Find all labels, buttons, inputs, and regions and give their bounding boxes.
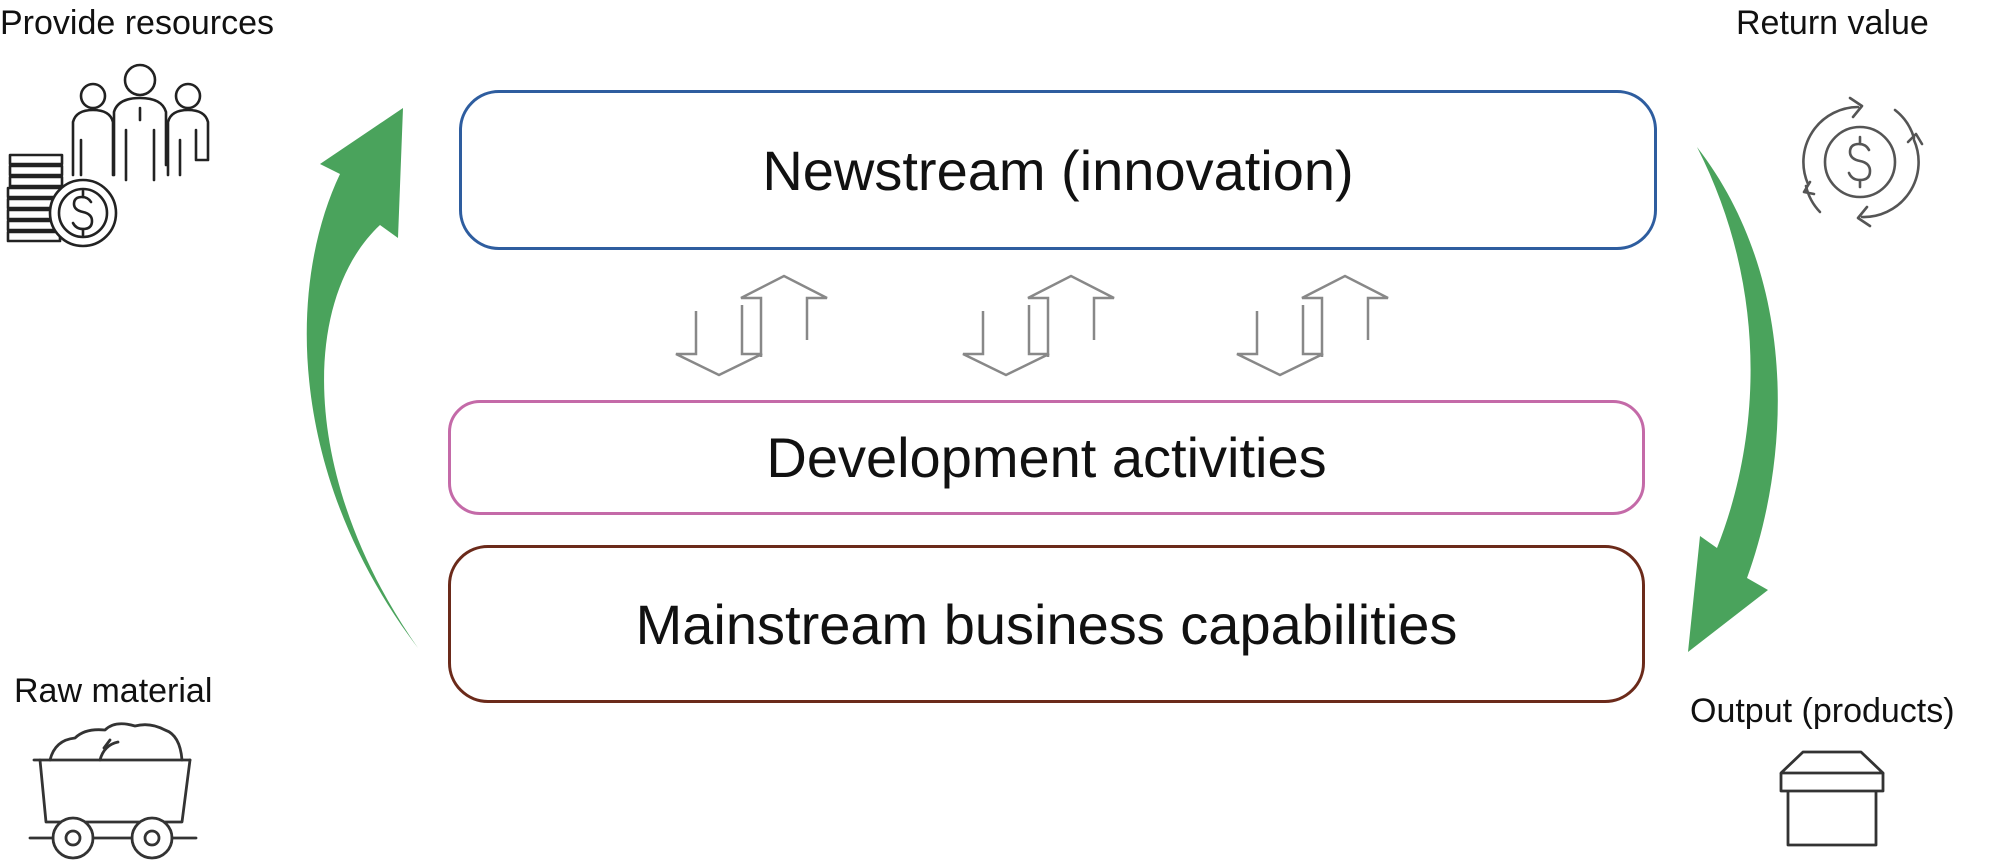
up-arrow [1301,274,1389,357]
label-provide-resources: Provide resources [0,4,275,42]
mainstream-box: Mainstream business capabilities [448,545,1645,703]
up-arrow [1027,274,1115,357]
product-box-icon [1779,750,1885,847]
newstream-box: Newstream (innovation) [459,90,1657,250]
up-arrow [740,274,828,357]
dollar-cycle-icon [1802,96,1924,228]
exchange-arrows [675,274,1389,377]
development-box: Development activities [448,400,1645,515]
down-arrow [1236,305,1324,377]
left-cycle-arrow [306,108,418,648]
mainstream-label: Mainstream business capabilities [635,592,1458,656]
mine-cart-icon [28,722,198,860]
people-money-icon [6,63,210,248]
label-raw-material: Raw material [14,672,213,710]
label-return-value: Return value [1736,4,1929,42]
exchange-arrow-3 [1236,274,1389,377]
label-output-products: Output (products) [1690,692,1955,730]
down-arrow [675,305,763,377]
down-arrow [962,305,1050,377]
development-label: Development activities [766,426,1327,489]
exchange-arrow-2 [962,274,1115,377]
right-cycle-arrow [1688,147,1778,652]
newstream-label: Newstream (innovation) [762,138,1354,202]
exchange-arrow-1 [675,274,828,377]
